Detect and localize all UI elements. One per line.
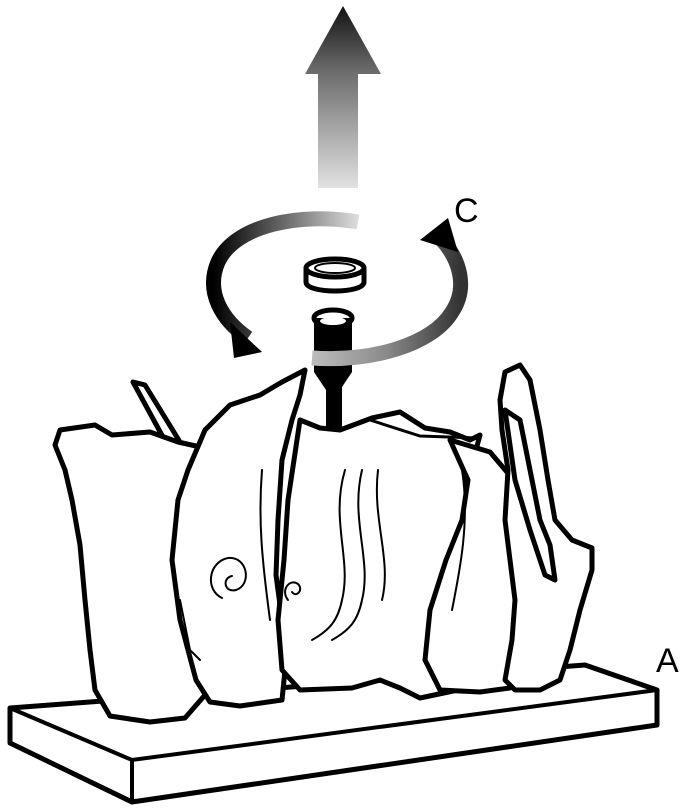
probe-ring bbox=[306, 259, 364, 291]
label-base: A bbox=[656, 642, 679, 680]
probe-rod bbox=[314, 310, 352, 430]
up-arrow-icon bbox=[305, 6, 381, 188]
label-rotation: C bbox=[454, 192, 479, 230]
fragment-right bbox=[500, 365, 592, 690]
